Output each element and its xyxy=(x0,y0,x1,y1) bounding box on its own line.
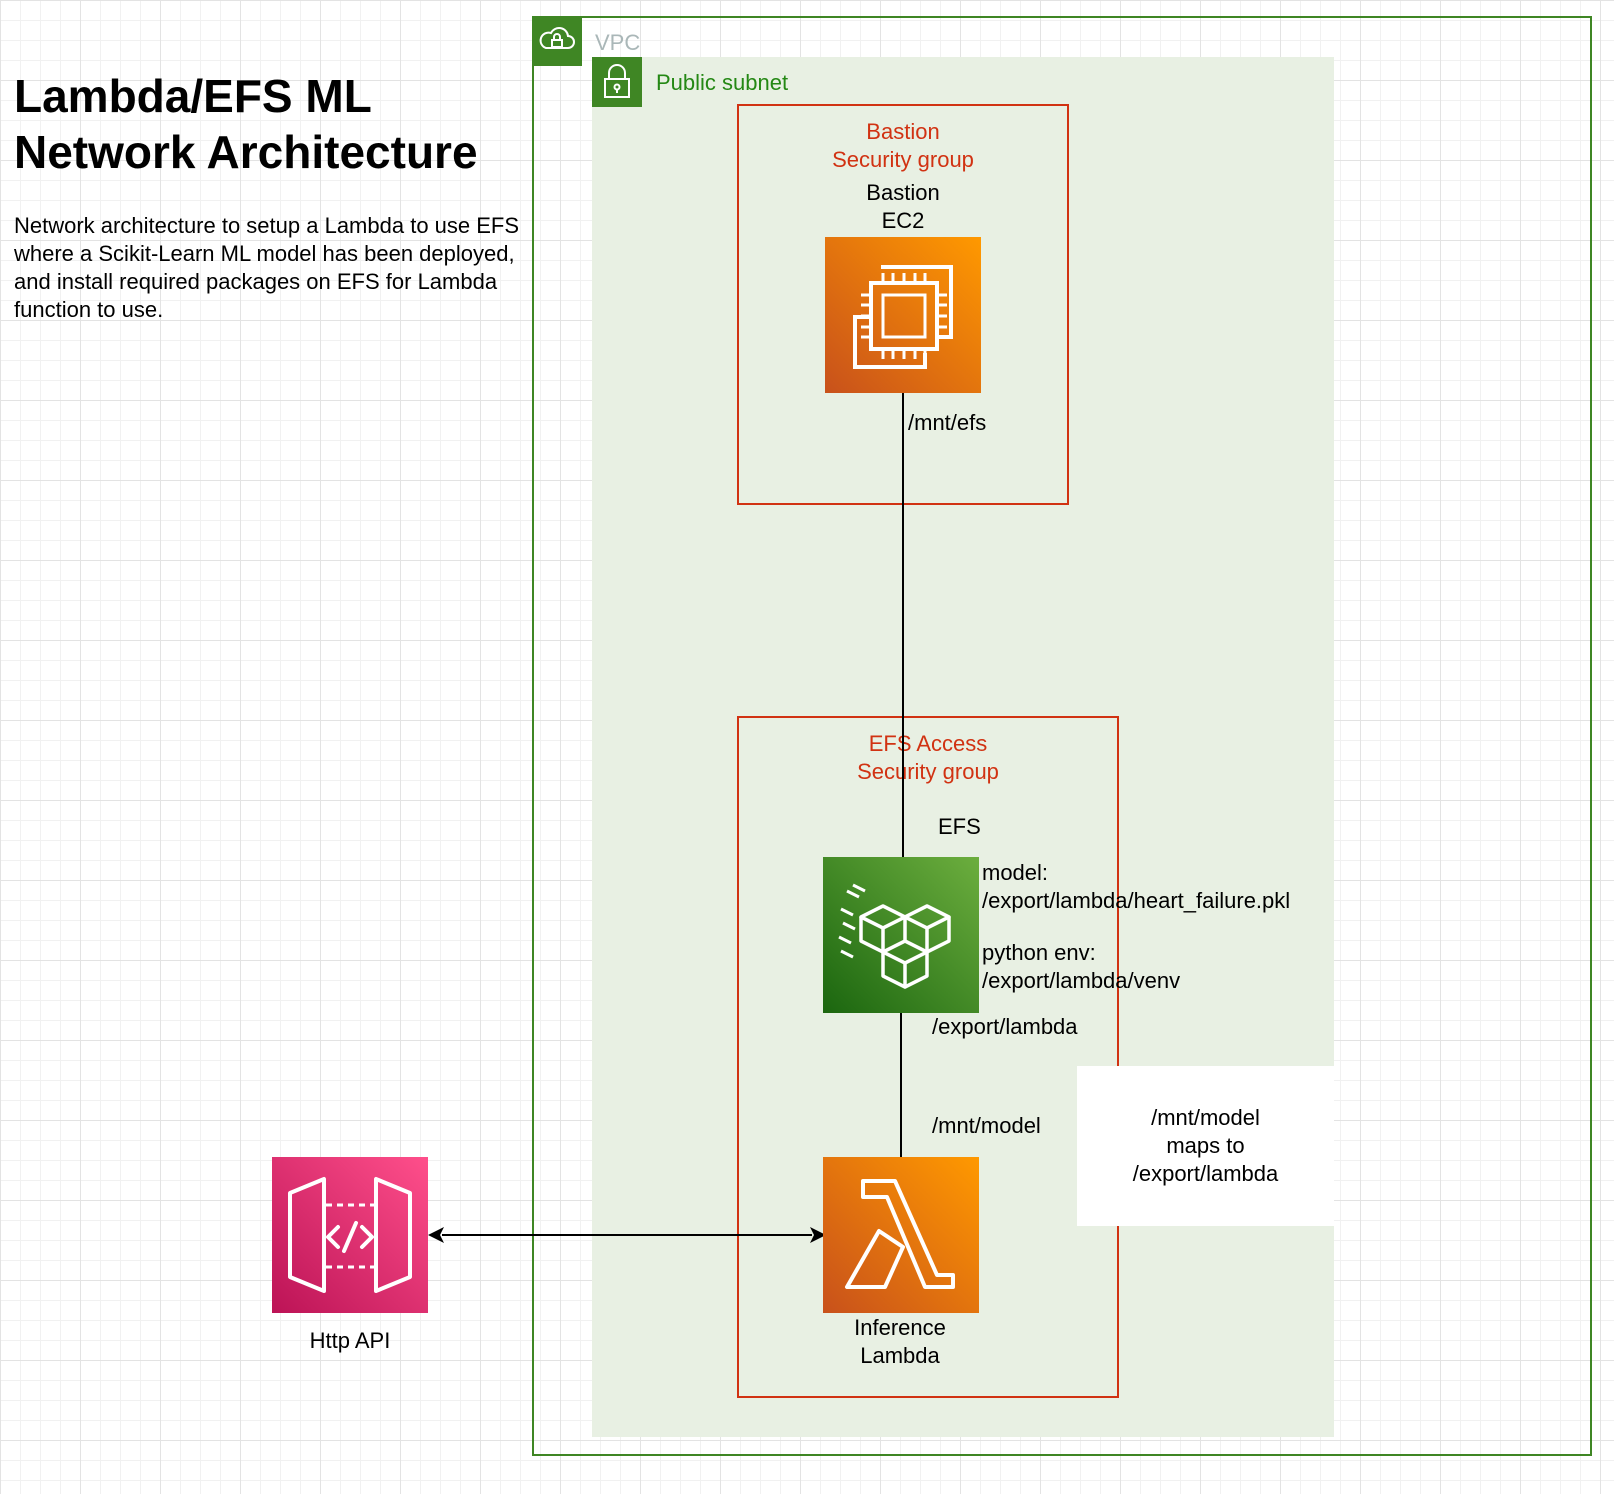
efs-label: EFS xyxy=(938,814,981,839)
lambda-label: Inference Lambda xyxy=(800,1314,1000,1370)
public-subnet-label: Public subnet xyxy=(656,70,789,95)
efs-model-path: /export/lambda/heart_failure.pkl xyxy=(982,888,1291,913)
efs-icon[interactable] xyxy=(823,857,979,1013)
efs-sg-label-line1: EFS Access xyxy=(868,731,988,756)
bastion-ec2-label: Bastion EC2 xyxy=(737,179,1069,235)
note-line3: /export/lambda xyxy=(1132,1161,1279,1186)
lambda-label-line2: Lambda xyxy=(860,1343,940,1368)
ec2-icon[interactable] xyxy=(825,237,981,393)
api-gateway-icon[interactable] xyxy=(272,1157,428,1313)
ec2-efs-connector xyxy=(902,393,904,858)
bastion-security-group-label: Bastion Security group xyxy=(737,118,1069,174)
bastion-ec2-label-line1: Bastion xyxy=(866,180,940,205)
bastion-ec2-label-line2: EC2 xyxy=(881,208,925,233)
efs-env-path: /export/lambda/venv xyxy=(982,968,1181,993)
efs-access-security-group xyxy=(737,716,1119,1398)
lambda-icon[interactable] xyxy=(823,1157,979,1313)
api-lambda-arrow xyxy=(428,1227,826,1243)
vpc-label: VPC xyxy=(595,30,641,55)
efs-access-security-group-label: EFS Access Security group xyxy=(737,730,1119,786)
vpc-group xyxy=(532,16,1592,1456)
subnet-lock-icon xyxy=(592,57,642,107)
efs-export-label: /export/lambda xyxy=(932,1014,1078,1039)
efs-details: model: /export/lambda/heart_failure.pkl … xyxy=(982,859,1290,995)
ec2-mount-label: /mnt/efs xyxy=(908,410,987,435)
vpc-cloud-lock-icon xyxy=(532,16,582,66)
page-description: Network architecture to setup a Lambda t… xyxy=(14,213,520,322)
lambda-mount-label: /mnt/model xyxy=(932,1113,1041,1138)
efs-lambda-connector xyxy=(900,1012,902,1158)
efs-env-label: python env: xyxy=(982,940,1096,965)
mapping-note: /mnt/model maps to /export/lambda xyxy=(1077,1066,1334,1226)
note-line1: /mnt/model xyxy=(1151,1105,1260,1130)
efs-sg-label-line2: Security group xyxy=(857,759,999,784)
bastion-sg-label-line1: Bastion xyxy=(866,119,940,144)
http-api-label: Http API xyxy=(309,1328,391,1353)
bastion-sg-label-line2: Security group xyxy=(832,147,974,172)
page-title: Lambda/EFS ML Network Architecture xyxy=(14,70,478,178)
note-line2: maps to xyxy=(1166,1133,1245,1158)
lambda-label-line1: Inference xyxy=(854,1315,946,1340)
efs-model-label: model: xyxy=(982,860,1049,885)
